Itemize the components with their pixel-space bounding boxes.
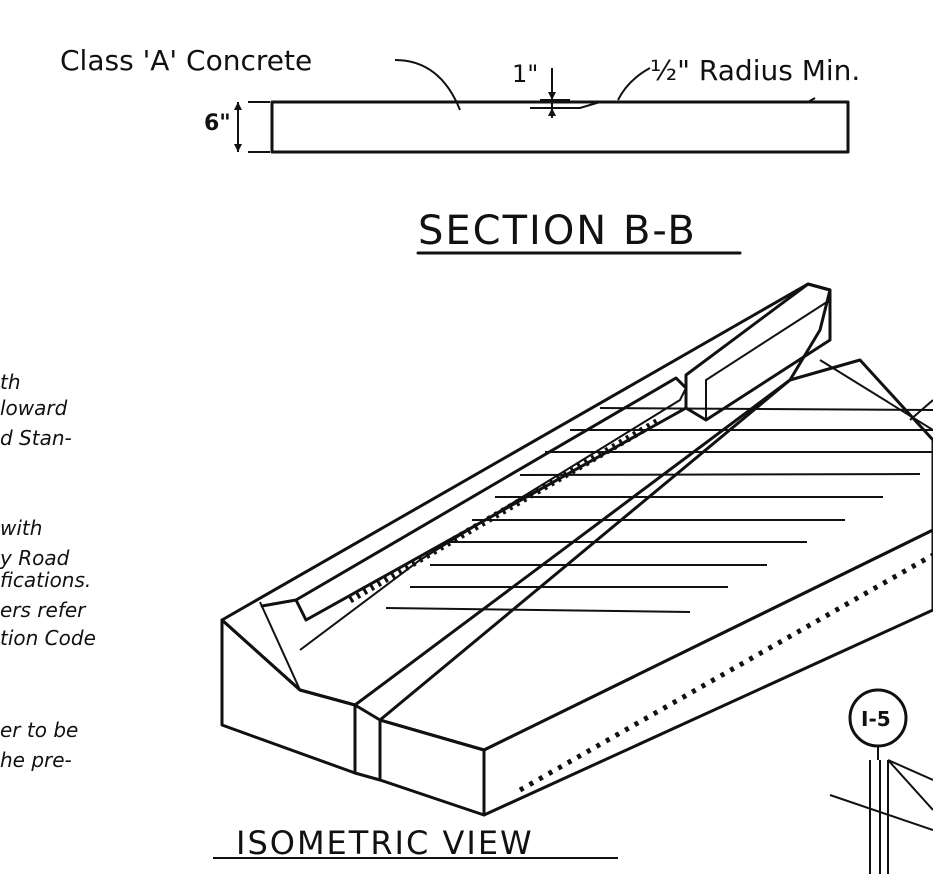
gravel-joint — [348, 416, 662, 604]
concrete-slab-section — [270, 100, 850, 154]
detail-marker — [829, 688, 933, 874]
note-fragment: with — [0, 516, 43, 540]
isometric-title: ISOMETRIC VIEW — [236, 824, 534, 862]
texture-stripes — [385, 407, 933, 613]
note-fragment: fications. — [0, 568, 92, 592]
slab-top-surface — [378, 358, 933, 752]
note-fragment: he pre- — [0, 748, 72, 772]
curb-lip-profile — [530, 97, 816, 109]
note-fragment: th — [0, 370, 21, 394]
section-b-b — [234, 59, 850, 255]
note-fragment: y Road — [0, 546, 70, 570]
detail-tag-label: I-5 — [861, 707, 891, 731]
section-title: SECTION B-B — [418, 208, 697, 254]
material-label: Class 'A' Concrete — [60, 44, 313, 77]
radius-leader — [617, 67, 651, 101]
note-fragment: d Stan- — [0, 426, 72, 450]
curb-end-face — [220, 618, 357, 775]
depth-mark: 6" — [204, 111, 231, 136]
raised-lip — [260, 376, 688, 622]
note-fragment: er to be — [0, 718, 79, 742]
material-leader — [394, 59, 461, 111]
thickness-mark: 1" — [512, 60, 539, 88]
note-fragment: tion Code — [0, 626, 96, 650]
isometric-view — [213, 282, 933, 859]
radius-label: ½" Radius Min. — [650, 54, 861, 87]
note-fragment: loward — [0, 396, 68, 420]
note-fragment: ers refer — [0, 598, 86, 622]
